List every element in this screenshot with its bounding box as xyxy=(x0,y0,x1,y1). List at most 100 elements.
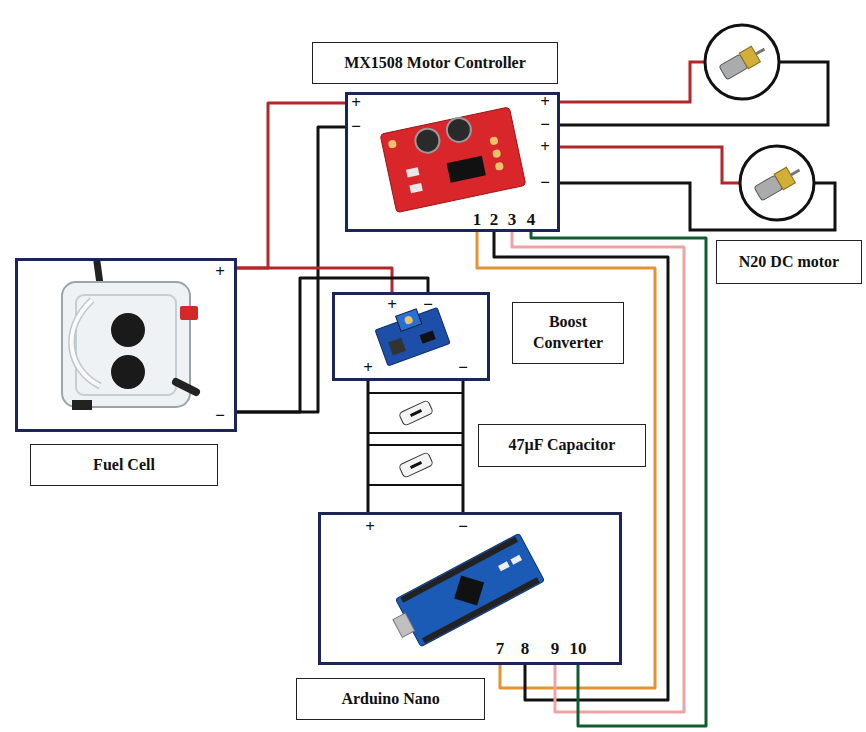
pin-holder: 4 xyxy=(516,209,546,231)
part-label: Fuel Cell xyxy=(93,455,155,476)
capacitor-body xyxy=(399,400,434,426)
motor-outline xyxy=(740,146,814,220)
pin-holder: 2 xyxy=(479,209,509,231)
wire xyxy=(462,381,465,512)
pin-holder: + xyxy=(530,91,560,113)
fuel-hose xyxy=(72,300,100,386)
capacitor-frame xyxy=(368,445,463,485)
motor-symbol xyxy=(753,162,804,202)
potentiometer xyxy=(396,309,422,332)
motor-symbol xyxy=(718,41,769,81)
capacitor-mark xyxy=(411,462,422,467)
smd-part xyxy=(409,183,422,193)
pin-label: − xyxy=(530,172,560,194)
pin-label: − xyxy=(448,357,478,379)
wire xyxy=(477,232,655,688)
capacitor xyxy=(413,126,441,154)
capacitor-symbol xyxy=(399,452,434,478)
pin-label: + xyxy=(353,357,383,379)
pin-label: 1 xyxy=(462,209,492,231)
component-box: +− xyxy=(15,258,237,432)
component-box: +−+− xyxy=(332,292,490,381)
pin-holder: 7 xyxy=(485,638,515,660)
pin-holder: − xyxy=(530,172,560,194)
wire xyxy=(367,381,370,512)
pin-holder: + xyxy=(377,294,407,316)
motor-wire xyxy=(560,147,740,183)
pin-label: − xyxy=(205,405,235,427)
motor-wire xyxy=(560,62,828,125)
pin-label: 7 xyxy=(485,638,515,660)
part-caption: Fuel Cell xyxy=(30,444,218,486)
pin-label: − xyxy=(448,516,478,538)
pin-label: + xyxy=(341,92,371,114)
capacitor-mark xyxy=(411,410,422,415)
pin-label: + xyxy=(205,261,235,283)
board xyxy=(380,107,526,213)
fuel-hose xyxy=(72,300,100,386)
pin-holder: − xyxy=(413,294,443,316)
pin-label: − xyxy=(530,114,560,136)
gearbox xyxy=(739,46,760,69)
pin-label: 10 xyxy=(563,638,593,660)
pin-holder: 3 xyxy=(497,209,527,231)
part-label: 47µF Capacitor xyxy=(509,435,616,456)
pad xyxy=(489,136,498,145)
capacitor-body xyxy=(399,452,434,478)
pin-label: 3 xyxy=(497,209,527,231)
wire xyxy=(237,268,392,292)
part-label: MX1508 Motor Controller xyxy=(344,53,526,74)
arduino-board xyxy=(385,533,545,652)
part-label: N20 DC motor xyxy=(739,252,839,273)
pin-holder: + xyxy=(530,136,560,158)
chip xyxy=(454,575,484,605)
capacitor-symbol xyxy=(399,400,434,426)
pin-holder: − xyxy=(448,516,478,538)
fuel-cell-port xyxy=(111,355,145,389)
fuel-tube xyxy=(97,262,100,284)
pin-label: − xyxy=(341,116,371,138)
pin-holder: 8 xyxy=(510,638,540,660)
pot-screw xyxy=(404,315,414,325)
inductor xyxy=(388,338,406,356)
capacitor-frame xyxy=(368,393,463,433)
usb-port xyxy=(393,613,415,637)
pin-label: 8 xyxy=(510,638,540,660)
pin-holder: − xyxy=(205,405,235,427)
chip xyxy=(420,330,436,343)
smd-part xyxy=(510,555,522,565)
pin-label: 4 xyxy=(516,209,546,231)
pad xyxy=(495,162,504,171)
fuel-nozzle xyxy=(176,382,196,392)
part-caption: N20 DC motor xyxy=(716,240,862,284)
pin-holder: − xyxy=(530,114,560,136)
pin-holder: − xyxy=(448,357,478,379)
pin-label: + xyxy=(377,294,407,316)
pin-holder: + xyxy=(355,516,385,538)
pin-holder: + xyxy=(205,261,235,283)
board xyxy=(396,533,545,646)
pin-holder: 1 xyxy=(462,209,492,231)
pad xyxy=(388,139,397,148)
pin-label: + xyxy=(355,516,385,538)
chip xyxy=(447,156,486,183)
pad xyxy=(492,149,501,158)
boost-board xyxy=(373,302,450,366)
pin-label: 2 xyxy=(479,209,509,231)
motor-outline xyxy=(705,25,779,99)
pin-holder: − xyxy=(341,116,371,138)
part-caption: Arduino Nano xyxy=(296,678,485,720)
pin-label: + xyxy=(530,91,560,113)
fuel-cell-port xyxy=(111,313,145,347)
smd-part xyxy=(498,561,510,571)
pin-label: − xyxy=(413,294,443,316)
motor-shaft xyxy=(756,49,765,54)
pin-holder: + xyxy=(353,357,383,379)
fuel-cell-cap xyxy=(180,306,198,320)
component-box: +−78910 xyxy=(318,512,622,665)
fuel-cell-body xyxy=(62,282,190,407)
